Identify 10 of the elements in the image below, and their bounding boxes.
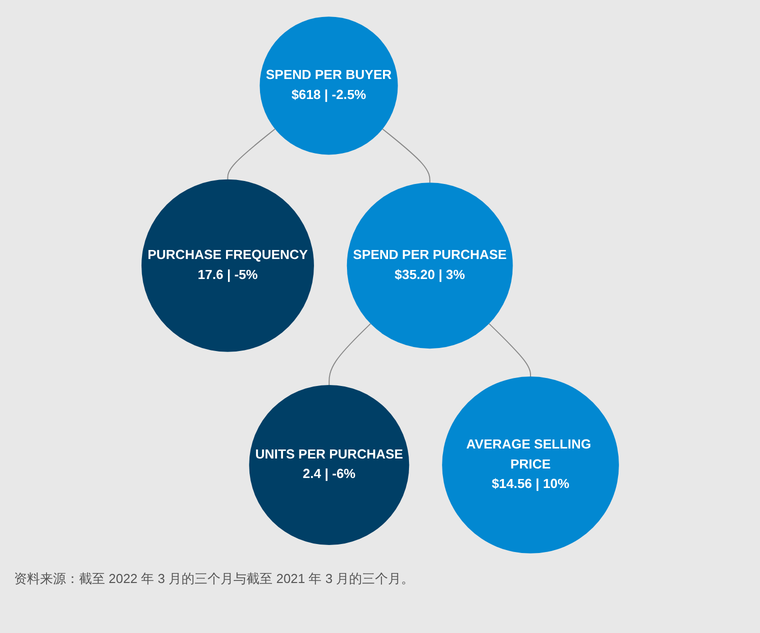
connector [227, 128, 276, 180]
connector [382, 128, 430, 184]
node-circle: AVERAGE SELLING PRICE $14.56 | 10% [442, 376, 619, 554]
node-circle: SPEND PER BUYER $618 | -2.5% [260, 16, 398, 155]
source-note: 资料来源：截至 2022 年 3 月的三个月与截至 2021 年 3 月的三个月。 [14, 570, 416, 588]
node-circle: UNITS PER PURCHASE 2.4 | -6% [248, 384, 409, 546]
connector [488, 323, 531, 378]
node-circle: SPEND PER PURCHASE $35.20 | 3% [346, 182, 513, 349]
node-circle: PURCHASE FREQUENCY 17.6 | -5% [141, 179, 314, 352]
connector [328, 323, 371, 386]
